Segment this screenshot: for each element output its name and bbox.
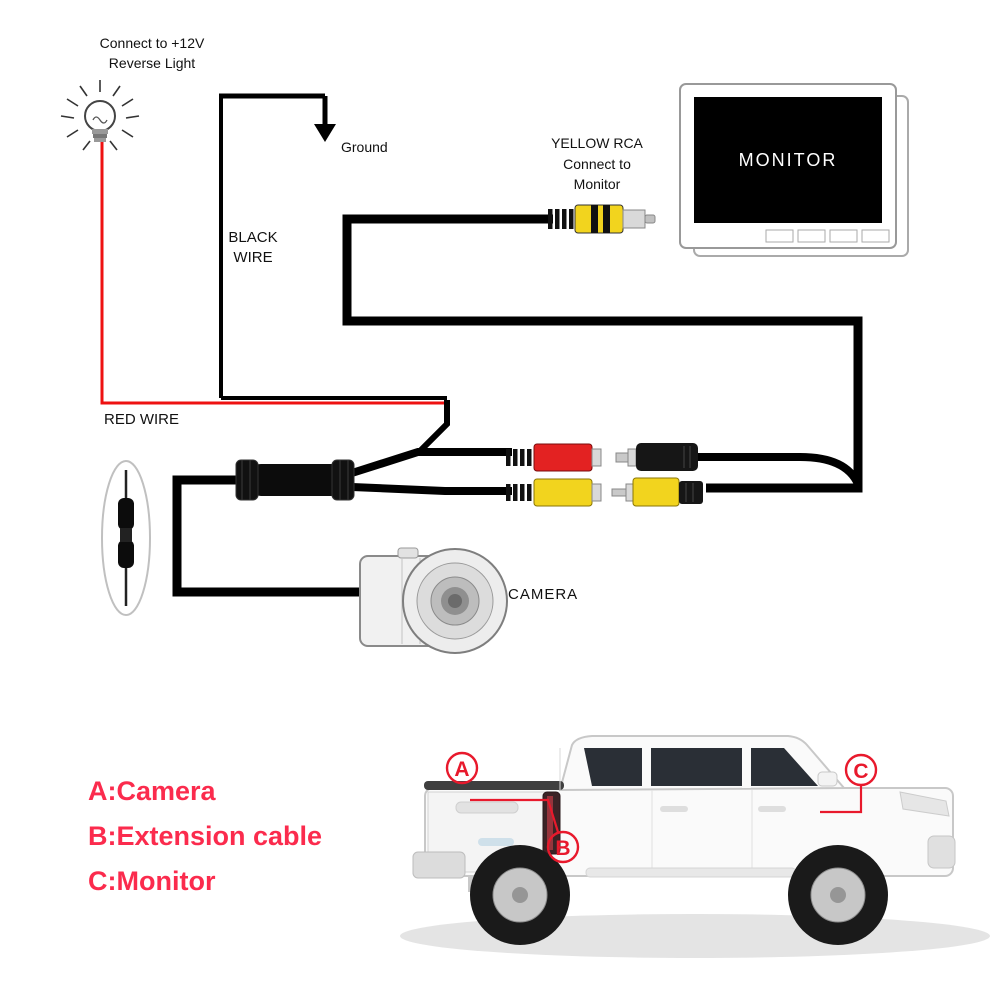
yellow-rca-label-line2: Connect to [563,156,631,172]
annotation-letter-b: B [555,837,570,860]
rca-collar [622,209,646,229]
black-wire-label-line2: WIRE [233,249,272,266]
bulb-filament-icon [92,116,108,124]
monitor-button [861,229,890,243]
camera-wire [172,475,370,597]
rca-body-yellow-female [533,478,593,507]
rca-pin-male [611,488,627,497]
bulb-label-line1: Connect to +12V [100,35,205,51]
red-power-wire [100,142,447,405]
power-barrel-wire [698,453,862,486]
truck-photo [400,735,990,958]
rca-body-yellow [574,204,624,234]
front-bumper [927,835,956,869]
yellow-rca-label-line1: YELLOW RCA [551,135,643,151]
detail-oval [101,460,151,616]
annotation-circle-c [844,753,878,787]
black-ground-wire [219,93,447,400]
yellow-rca-connector-top [548,204,656,234]
rear-bumper [412,851,466,879]
inline-fuse-detail [101,460,151,616]
bulb-label-line2: Reverse Light [109,55,195,71]
license-plate [478,838,514,846]
headlight [899,791,950,817]
truck-annotations: A B C [445,751,878,864]
annotation-letter-a: A [454,758,469,781]
rca-pin [644,214,656,224]
fuse-holder [172,448,512,597]
power-junction-wire [417,400,450,454]
door-handle [758,806,786,812]
bulb-base [92,129,108,134]
annotation-circle-b [546,830,580,864]
reverse-light-bulb [60,80,140,151]
barrel-pin [615,452,629,463]
red-rca-pair [506,443,698,472]
video-cable [342,214,863,493]
door-handle [660,806,688,812]
bulb-glass-icon [84,100,116,132]
ground-arrow-icon [314,124,336,142]
legend-item-extension-cable: B:Extension cable [88,821,322,851]
monitor-screen [694,97,882,223]
yellow-rca-pair [506,477,703,507]
rca-body-red [533,443,593,472]
annotation-circle-a [445,751,479,785]
barrel-body-black [636,443,698,471]
annotation-letter-c: C [853,760,868,783]
tailgate-handle [455,801,519,814]
legend: A:Camera B:Extension cable C:Monitor [88,776,322,896]
monitor-button [797,229,826,243]
truck-bed-rail [424,781,564,790]
camera [359,547,508,654]
running-board [585,867,797,878]
rca-body-yellow-male [632,477,680,507]
red-wire-label: RED WIRE [104,411,179,428]
yellow-rca-label-line3: Monitor [574,176,621,192]
monitor-button [829,229,858,243]
monitor: MONITOR [679,83,909,257]
camera-label: CAMERA [508,586,578,603]
fuse-holder-body [247,464,345,496]
legend-item-monitor: C:Monitor [88,866,216,896]
annotation-line-c [820,785,863,814]
bulb-rays-icon [60,80,140,151]
legend-item-camera: A:Camera [88,776,217,806]
truck-windows [584,748,818,786]
monitor-label: MONITOR [739,150,838,170]
black-wire-label-line1: BLACK [228,229,277,246]
annotation-line-ab [470,798,560,833]
side-mirror [817,771,838,787]
monitor-button [765,229,794,243]
ground-label: Ground [341,139,388,155]
